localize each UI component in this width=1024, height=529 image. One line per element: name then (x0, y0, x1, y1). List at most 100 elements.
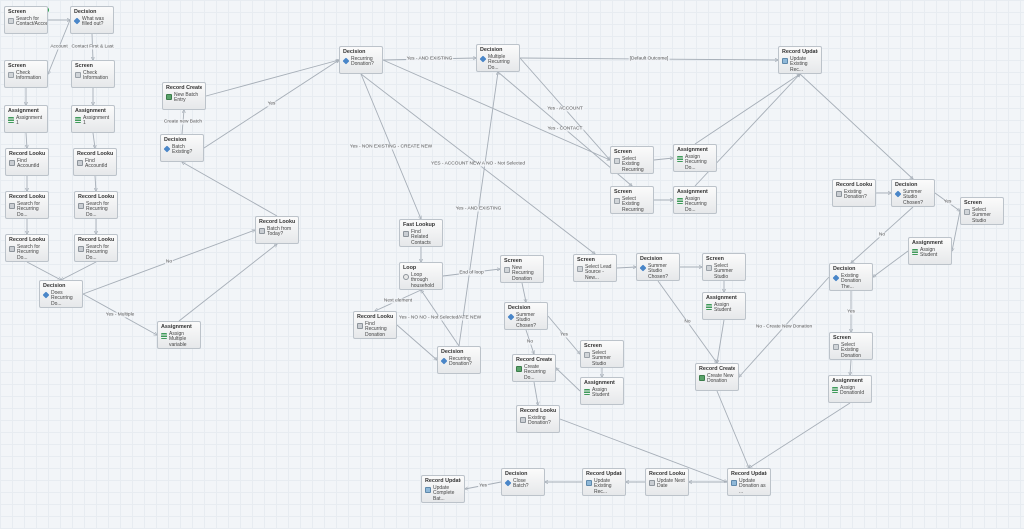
assignment-icon (677, 155, 683, 162)
connector-n22-n20 (694, 74, 800, 145)
node-type: Screen (75, 63, 93, 69)
node-type: Assignment (161, 324, 192, 330)
connector-label: Yes (942, 199, 953, 205)
screen-icon (833, 343, 839, 350)
node-label: Search for Recurring Do... (17, 243, 41, 262)
node-label: Summer Studio Chosen? (903, 188, 924, 207)
node-type: Record Lookup (357, 314, 393, 320)
record-lookup-icon (9, 245, 15, 252)
assignment-icon (706, 303, 712, 310)
node-type: Decision (833, 266, 856, 272)
decision-icon (440, 357, 448, 364)
connector-n15-n17 (182, 162, 278, 217)
node-type: Decision (441, 349, 464, 355)
connector-n45-n47 (716, 390, 749, 468)
connector-n11-n13 (26, 261, 61, 280)
assignment-icon (8, 116, 14, 123)
record-create-icon (699, 374, 705, 381)
decision-icon (507, 313, 515, 320)
node-type: Decision (74, 9, 97, 15)
connector-label: Next element (382, 298, 414, 303)
node-type: Assignment (8, 108, 39, 114)
node-label: Search for Contact/Accou... (16, 15, 47, 28)
node-label: Find AccountId (85, 157, 108, 170)
connector-n35-n36 (873, 250, 909, 277)
node-type: Decision (505, 471, 528, 477)
loop-icon (403, 273, 409, 280)
record-lookup-icon (77, 159, 83, 166)
node-type: Record Lookup (649, 471, 685, 477)
assignment-icon (832, 386, 838, 393)
node-label: Select Existing Donation (841, 341, 862, 360)
node-type: Screen (504, 258, 522, 264)
assignment-icon (75, 116, 81, 123)
node-type: Record Lookup (9, 237, 45, 243)
node-type: Assignment (584, 380, 615, 386)
screen-icon (577, 265, 583, 272)
node-type: Record Lookup (9, 194, 45, 200)
assignment-icon (584, 388, 590, 395)
node-type: Decision (895, 182, 918, 188)
connector-n31-n45 (717, 319, 725, 363)
node-label: Batch from Today? (267, 225, 292, 238)
screen-icon (8, 17, 14, 24)
connector-n28-n29 (616, 267, 636, 268)
node-label: Update Complete Bat... (433, 484, 455, 503)
node-label: Batch Existing? (172, 143, 193, 156)
decision-icon (894, 190, 902, 197)
node-type: Assignment (677, 189, 708, 195)
